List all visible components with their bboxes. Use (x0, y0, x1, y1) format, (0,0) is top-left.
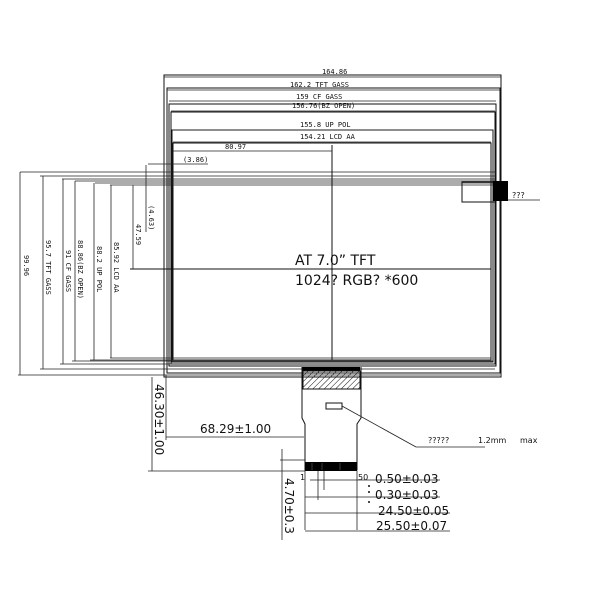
pin-1-label: 1 (300, 473, 305, 482)
side-connector: ??? (461, 181, 540, 203)
dim-46-30: 46.30±1.00 (152, 384, 166, 455)
dim-bz-open-width: 156.76(BZ OPEN) (292, 102, 355, 110)
horizontal-dimensions: 164.86 162.2 TFT GASS 159 CF GASS 156.76… (148, 68, 501, 165)
pin-50-label: 50 (358, 473, 368, 482)
dim-cf-glass-width: 159 CF GASS (296, 93, 342, 101)
dim-25-50: 25.50±0.07 (376, 519, 447, 533)
dim-3-86: (3.86) (183, 156, 208, 164)
dim-99-96: 99.96 (22, 255, 30, 276)
dim-pitch-0-30: 0.30±0.03 (375, 488, 439, 502)
dim-tft-glass-height: 95.7 TFT GASS (44, 240, 52, 295)
dim-bz-open-height: 88.86(BZ OPEN) (76, 240, 84, 299)
dim-68-29: 68.29±1.00 (200, 422, 271, 436)
stiffener-max: max (520, 436, 538, 445)
dim-24-50: 24.50±0.05 (378, 504, 449, 518)
side-connector-note: ??? (512, 191, 525, 200)
bottom-edge-extensions (18, 357, 500, 376)
dim-47-59: 47.59 (134, 224, 142, 245)
dim-pitch-0-50: 0.50±0.03 (375, 472, 439, 486)
dim-cf-glass-height: 91 CF GASS (64, 250, 72, 292)
dim-lcd-aa-height: 85.92 LCD AA (112, 242, 120, 293)
pitch-dimensions: 1 50 0.50±0.03 0.30±0.03 24.50±0.05 25.5… (300, 471, 450, 533)
dim-lcd-aa-width: 154.21 LCD AA (300, 133, 356, 141)
display-resolution: 1024? RGB? *600 (295, 273, 418, 289)
stiffener-note-label: ????? (428, 436, 449, 445)
dim-4-63: (4.63) (147, 205, 155, 230)
fpc-height-dim: 46.30±1.00 (148, 377, 305, 472)
dim-4-70: 4.70±0.3 (282, 478, 296, 534)
dim-tft-glass-width: 162.2 TFT GASS (290, 81, 349, 89)
dim-80-97: 80.97 (225, 143, 246, 151)
dim-164-86: 164.86 (322, 68, 347, 76)
fpc-offset-dim: 68.29±1.00 (165, 375, 304, 440)
fpc-cable (301, 367, 485, 471)
vertical-dimensions: 99.96 95.7 TFT GASS 91 CF GASS 88.86(BZ … (19, 165, 155, 375)
dim-up-pol-height: 88.2 UP POL (95, 246, 103, 292)
dim-up-pol-width: 155.8 UP POL (300, 121, 351, 129)
fpc-tab-dim: 4.70±0.3 (280, 449, 305, 540)
display-title: AT 7.0” TFT (295, 253, 376, 269)
top-edge-extensions (20, 171, 495, 186)
stiffener-thickness: 1.2mm (478, 436, 507, 445)
